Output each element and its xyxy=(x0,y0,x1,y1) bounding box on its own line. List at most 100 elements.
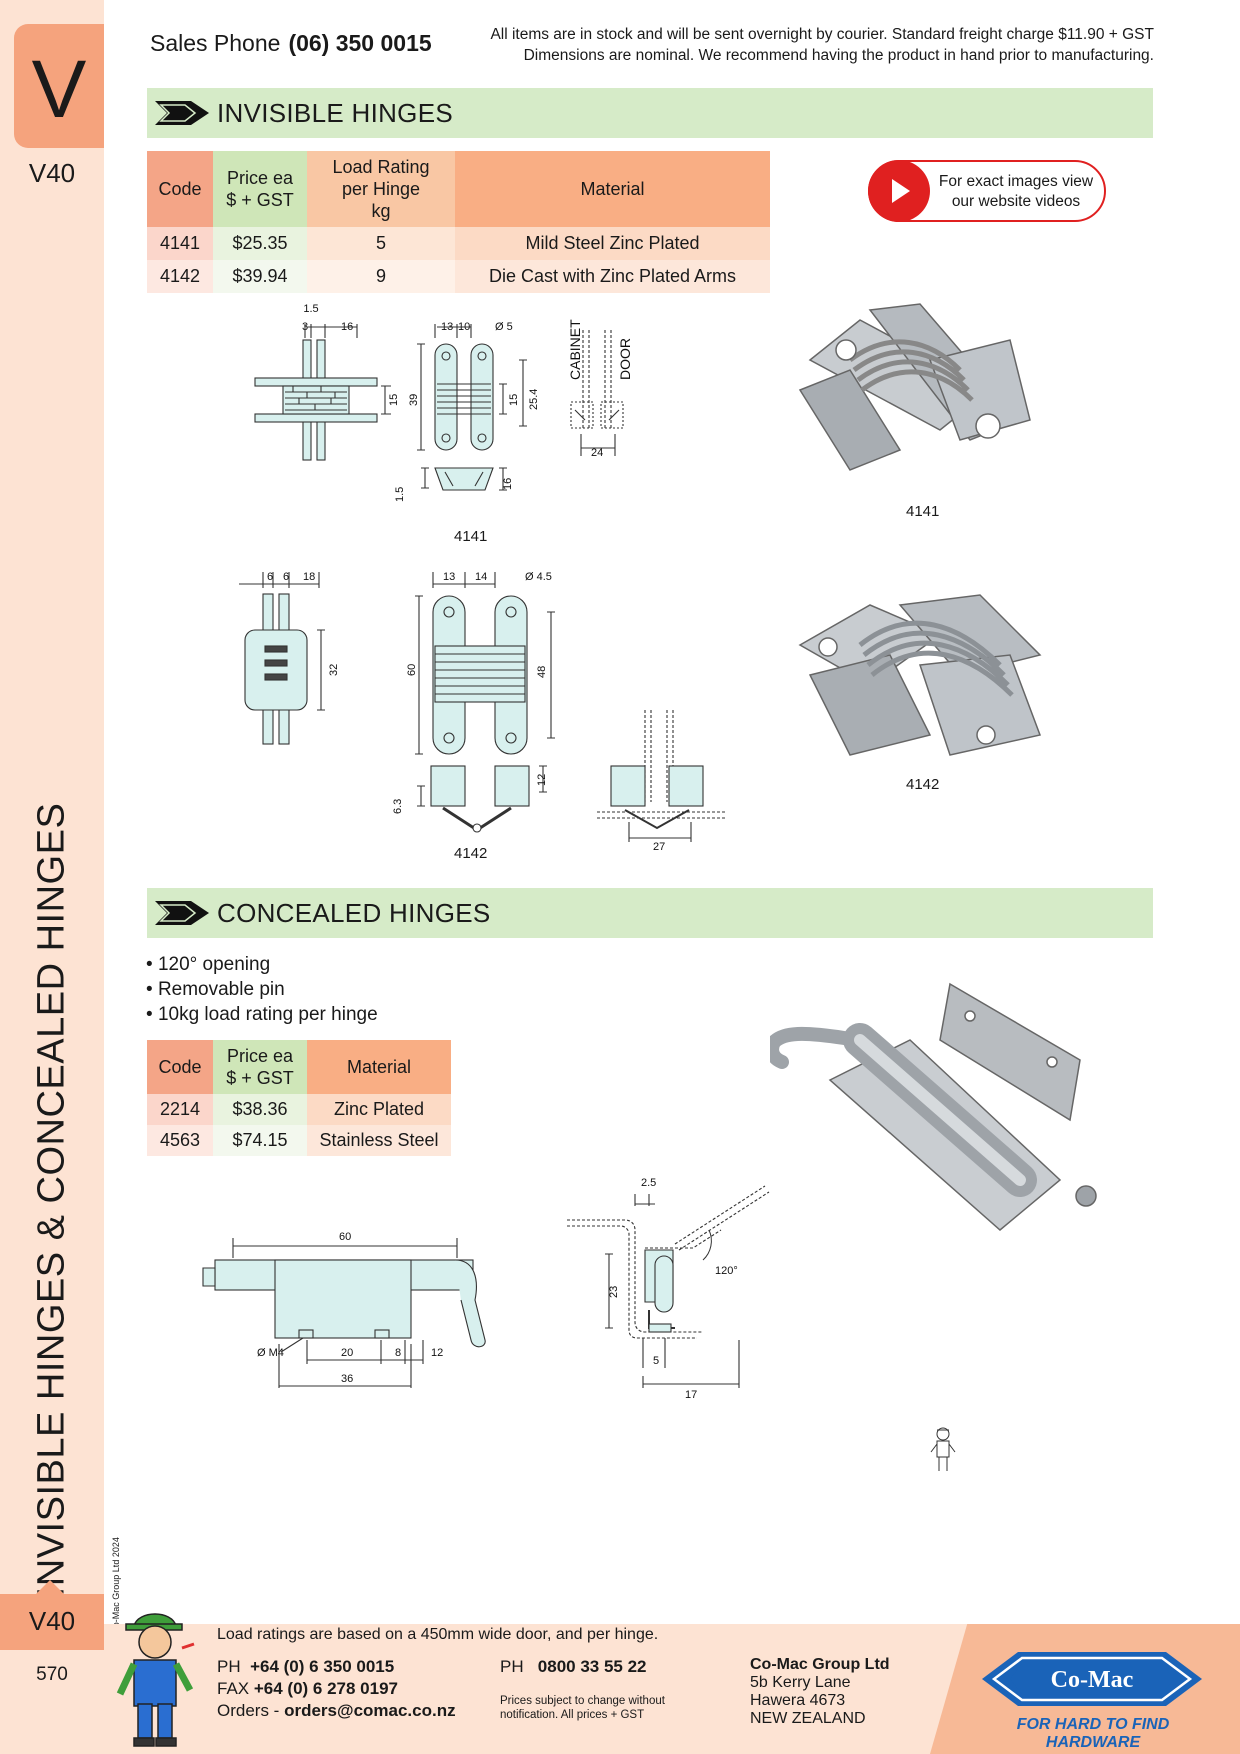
cell-price: $74.15 xyxy=(213,1125,307,1156)
company-address: Co-Mac Group Ltd 5b Kerry Lane Hawera 46… xyxy=(750,1656,890,1728)
play-icon[interactable] xyxy=(868,160,930,222)
page-number: 570 xyxy=(36,1664,68,1685)
dim-label: 39 xyxy=(408,394,420,406)
video-link-button[interactable]: For exact images view our website videos xyxy=(868,160,1106,222)
video-link-text[interactable]: For exact images view our website videos xyxy=(938,173,1094,210)
column-header: Code xyxy=(147,1040,213,1094)
photo-concealed-hinge xyxy=(770,980,1120,1240)
column-header: Code xyxy=(147,151,213,227)
section-code-bottom: V40 xyxy=(28,1606,76,1636)
cabinet-door-section xyxy=(570,330,624,430)
dim-label: 12 xyxy=(536,774,548,786)
hinge-front-view xyxy=(244,593,308,745)
cell-price: $25.35 xyxy=(213,227,307,260)
cell-load: 9 xyxy=(307,260,455,293)
drawing-concealed-section: 2.5 23 120° 5 17 xyxy=(565,1170,805,1410)
cell-material: Zinc Plated xyxy=(307,1094,451,1125)
fax-number[interactable]: +64 (0) 6 278 0197 xyxy=(253,1679,399,1698)
cell-material: Stainless Steel xyxy=(307,1125,451,1156)
cell-code: 4563 xyxy=(147,1125,213,1156)
orders-email[interactable]: orders@comac.co.nz xyxy=(284,1701,456,1720)
dim-label: 18 xyxy=(303,571,315,583)
drawing-label-4141: 4141 xyxy=(454,528,488,545)
section-title: CONCEALED HINGES xyxy=(217,898,491,928)
feature-item: Removable pin xyxy=(146,977,378,1002)
phone-label: PH xyxy=(217,1657,241,1676)
sales-phone-number[interactable]: (06) 350 0015 xyxy=(288,30,432,56)
section-letter: V xyxy=(31,44,87,135)
photo-label-4141: 4141 xyxy=(906,503,940,520)
table-row: 4142 $39.94 9 Die Cast with Zinc Plated … xyxy=(147,260,770,293)
cell-price: $38.36 xyxy=(213,1094,307,1125)
address-line: Hawera 4673 xyxy=(750,1692,846,1709)
mascot-icon xyxy=(112,1604,198,1754)
concealed-hinges-table: Code Price ea$ + GST Material 2214 $38.3… xyxy=(147,1040,451,1156)
dim-label: 5 xyxy=(653,1355,659,1367)
feature-item: 120° opening xyxy=(146,952,378,977)
header-line: Price ea xyxy=(226,168,294,188)
dim-label: 13 xyxy=(443,571,455,583)
section-title: INVISIBLE HINGES xyxy=(217,98,453,128)
phone-number[interactable]: +64 (0) 6 350 0015 xyxy=(250,1657,395,1676)
dim-label: 36 xyxy=(341,1373,353,1385)
contact-phone: PH +64 (0) 6 350 0015 xyxy=(217,1656,394,1678)
header-line: $ + GST xyxy=(226,1068,294,1088)
contact-orders: Orders - orders@comac.co.nz xyxy=(217,1700,456,1722)
freephone-number[interactable]: 0800 33 55 22 xyxy=(537,1657,647,1676)
dim-label: 20 xyxy=(341,1347,353,1359)
vertical-title-text: INVISIBLE HINGES & CONCEALED HINGES xyxy=(30,802,73,1598)
feature-list: 120° opening Removable pin 10kg load rat… xyxy=(146,952,378,1027)
company-name: Co-Mac Group Ltd xyxy=(750,1656,890,1673)
dim-label: 17 xyxy=(685,1389,697,1401)
dim-label: 120° xyxy=(715,1265,738,1277)
arrow-icon xyxy=(155,901,209,925)
dim-label: 15 xyxy=(508,394,520,406)
drawing-4141: 1.5 3 16 15 13 10 Ø 5 39 15 25.4 1.5 16 xyxy=(245,300,665,550)
mounted-section xyxy=(597,710,725,830)
header-line: $ + GST xyxy=(226,190,294,210)
contact-fax: FAX +64 (0) 6 278 0197 xyxy=(217,1678,398,1700)
table-row: 4141 $25.35 5 Mild Steel Zinc Plated xyxy=(147,227,770,260)
hinge-body xyxy=(202,1259,486,1348)
orders-label: Orders - xyxy=(217,1701,280,1720)
notice-line: All items are in stock and will be sent … xyxy=(490,26,1154,43)
address-line: 5b Kerry Lane xyxy=(750,1674,851,1691)
dim-label: 2.5 xyxy=(641,1177,656,1189)
table-header-row: Code Price ea$ + GST Material xyxy=(147,1040,451,1094)
sales-phone: Sales Phone(06) 350 0015 xyxy=(150,30,432,57)
arrow-icon xyxy=(155,101,209,125)
dim-label: 60 xyxy=(339,1231,351,1243)
dim-label: 14 xyxy=(475,571,487,583)
price-disclaimer: Prices subject to change without notific… xyxy=(500,1695,665,1721)
cell-price: $39.94 xyxy=(213,260,307,293)
column-header: Material xyxy=(307,1040,451,1094)
cell-code: 4142 xyxy=(147,260,213,293)
table-row: 4563 $74.15 Stainless Steel xyxy=(147,1125,451,1156)
tagline: FOR HARD TO FIND HARDWARE xyxy=(1016,1716,1170,1751)
column-header: Price ea$ + GST xyxy=(213,1040,307,1094)
drawing-4142: 6 6 18 32 13 14 Ø 4.5 60 48 6.3 xyxy=(225,560,725,850)
dim-label: 16 xyxy=(502,478,514,490)
dim-label: 60 xyxy=(406,664,418,676)
notice-line: Dimensions are nominal. We recommend hav… xyxy=(523,47,1154,64)
address-line: NEW ZEALAND xyxy=(750,1710,866,1727)
dim-label: Ø M4 xyxy=(257,1347,284,1359)
side-strip xyxy=(0,0,104,1754)
dim-label: 15 xyxy=(388,394,400,406)
dim-label: 32 xyxy=(328,664,340,676)
cell-load: 5 xyxy=(307,227,455,260)
dim-label: Ø 5 xyxy=(495,321,513,333)
concealed-hinges-banner: CONCEALED HINGES xyxy=(147,888,1153,938)
dim-label: 1.5 xyxy=(394,487,406,502)
dim-label: 6.3 xyxy=(392,799,404,814)
cell-material: Die Cast with Zinc Plated Arms xyxy=(455,260,770,293)
dim-label: 1.5 xyxy=(303,303,318,315)
dim-label: 23 xyxy=(608,1286,620,1298)
dim-label: 8 xyxy=(395,1347,401,1359)
drawing-label-4142: 4142 xyxy=(454,845,488,862)
load-note: Load ratings are based on a 450mm wide d… xyxy=(217,1626,659,1643)
dim-label: 24 xyxy=(591,447,603,459)
